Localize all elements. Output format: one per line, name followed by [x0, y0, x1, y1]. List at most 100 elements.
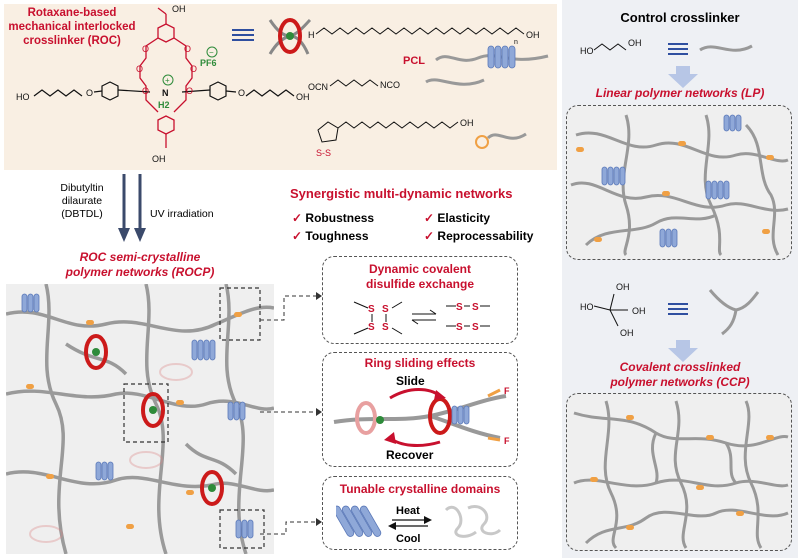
disulfide-label: S-S — [316, 148, 331, 158]
zoom-box-disulfide — [219, 287, 261, 341]
property-robustness: Robustness — [305, 211, 375, 225]
diisocyanate-cartoon — [425, 78, 485, 86]
roc-bottom-oh: OH — [152, 154, 166, 164]
svg-text:O: O — [142, 86, 149, 96]
zoom-connectors — [260, 292, 322, 535]
svg-text:O: O — [184, 44, 191, 54]
diol-ho: HO — [580, 46, 594, 56]
reagents: H OH n PCL OCN NCO S-S OH — [308, 27, 549, 158]
lp-network — [570, 114, 789, 257]
triol-oh-top: OH — [616, 282, 630, 292]
rocp-rotaxane-rings — [84, 334, 224, 506]
disulfide-title-line-1: Dynamic covalent — [368, 262, 472, 276]
pcl-h: H — [308, 30, 315, 40]
zoom-box-crystal — [219, 509, 265, 549]
crystalline-title: Tunable crystalline domains — [339, 482, 501, 496]
pf6-counterion: PF6 — [200, 58, 217, 68]
check-icon: ✓ — [292, 229, 303, 243]
s-atom-3: S — [368, 322, 375, 333]
svg-text:O: O — [186, 86, 193, 96]
s-atom-5: S — [456, 302, 463, 313]
faded-ring-icon — [355, 401, 377, 435]
s-atom-8: S — [472, 322, 479, 333]
diol-equivalence-icon — [668, 43, 688, 55]
rocp-label-line-2: polymer networks (ROCP) — [65, 265, 215, 279]
down-arrow-icon — [668, 66, 698, 88]
force-label-top: F — [504, 386, 510, 396]
pcl-cartoon — [435, 45, 549, 69]
ammonium-n: N — [162, 88, 169, 98]
ccp-label-line-2: polymer networks (CCP) — [610, 375, 750, 389]
plus-charge-icon — [162, 74, 174, 86]
ether-o-right: O — [238, 88, 245, 98]
faded-rings — [29, 363, 193, 543]
amorphous-chains-icon — [444, 505, 502, 538]
force-arrow-icon — [487, 388, 501, 398]
rocp-disulfide-links — [26, 312, 242, 529]
check-icon: ✓ — [424, 229, 435, 243]
catalyst-label: Dibutyltin dilaurate (DBTDL) — [44, 182, 120, 221]
property-reprocessability: Reprocessability — [437, 229, 534, 243]
s-atom-6: S — [472, 302, 479, 313]
ccp-label-line-1: Covalent crosslinked — [619, 360, 741, 374]
pcl-n: n — [514, 39, 518, 46]
slide-label: Slide — [396, 374, 425, 388]
uv-label: UV irradiation — [150, 208, 214, 220]
s-atom-2: S — [382, 304, 389, 315]
diol-cartoon — [699, 44, 753, 52]
process-arrows — [118, 174, 146, 242]
triol-oh-right: OH — [632, 306, 646, 316]
disulfide-oh: OH — [460, 118, 474, 128]
property-toughness: Toughness — [305, 229, 369, 243]
equivalence-icon — [232, 29, 254, 41]
lp-label: Linear polymer networks (LP) — [595, 86, 765, 100]
control-title: Control crosslinker — [620, 10, 740, 25]
roc-title: Rotaxane-based mechanical interlocked cr… — [4, 6, 140, 48]
disulfide-title-line-2: disulfide exchange — [365, 277, 475, 291]
property-elasticity: Elasticity — [437, 211, 491, 225]
ring-icon — [278, 18, 302, 54]
catalyst-line-3: (DBTDL) — [61, 208, 103, 220]
rocp-crystalline-domains — [21, 293, 254, 539]
crown-ether — [139, 7, 193, 148]
ccp-disulfide-links — [590, 415, 774, 530]
ccp-label: Covalent crosslinked polymer networks (C… — [562, 360, 798, 390]
heat-label: Heat — [396, 505, 420, 517]
s-atom-4: S — [382, 322, 389, 333]
axle — [33, 81, 295, 101]
catalyst-line-1: Dibutyltin — [60, 182, 104, 194]
recover-label: Recover — [386, 448, 434, 462]
minus-charge-icon — [206, 46, 218, 58]
ammonium-h2: H2 — [158, 100, 170, 110]
ring-sliding-box — [322, 352, 518, 467]
nco-label: NCO — [380, 80, 400, 90]
roc-top-oh: OH — [172, 4, 186, 14]
crystal-scheme: Heat Cool — [336, 505, 502, 545]
rocp-network — [6, 284, 274, 554]
roc-title-line-3: crosslinker (ROC) — [23, 35, 121, 47]
ring-sliding-scheme: F F — [333, 386, 510, 447]
cool-label: Cool — [396, 533, 420, 545]
roc-title-line-1: Rotaxane-based — [27, 7, 117, 19]
check-icon: ✓ — [292, 211, 303, 225]
s-atom-1: S — [368, 304, 375, 315]
axle-station-icon — [376, 416, 384, 424]
force-label-bottom: F — [504, 436, 510, 446]
minus-sign: − — [209, 48, 214, 57]
equilibrium-arrows-icon — [411, 309, 437, 325]
catalyst-line-2: dilaurate — [61, 195, 103, 207]
slide-arrow-icon — [389, 388, 441, 400]
rocp-label-line-1: ROC semi-crystalline — [79, 250, 201, 264]
ccp-network — [573, 400, 789, 550]
svg-text:O: O — [136, 64, 143, 74]
triol-equivalence-icon — [668, 303, 688, 315]
disulfide-cartoon — [475, 132, 527, 149]
recover-arrow-icon — [389, 436, 441, 447]
roc-title-line-2: mechanical interlocked — [8, 21, 136, 33]
svg-text:O: O — [142, 44, 149, 54]
diol-row: HO OH — [580, 38, 753, 56]
diol-oh: OH — [628, 38, 642, 48]
roc-ho-left: HO — [16, 92, 30, 102]
